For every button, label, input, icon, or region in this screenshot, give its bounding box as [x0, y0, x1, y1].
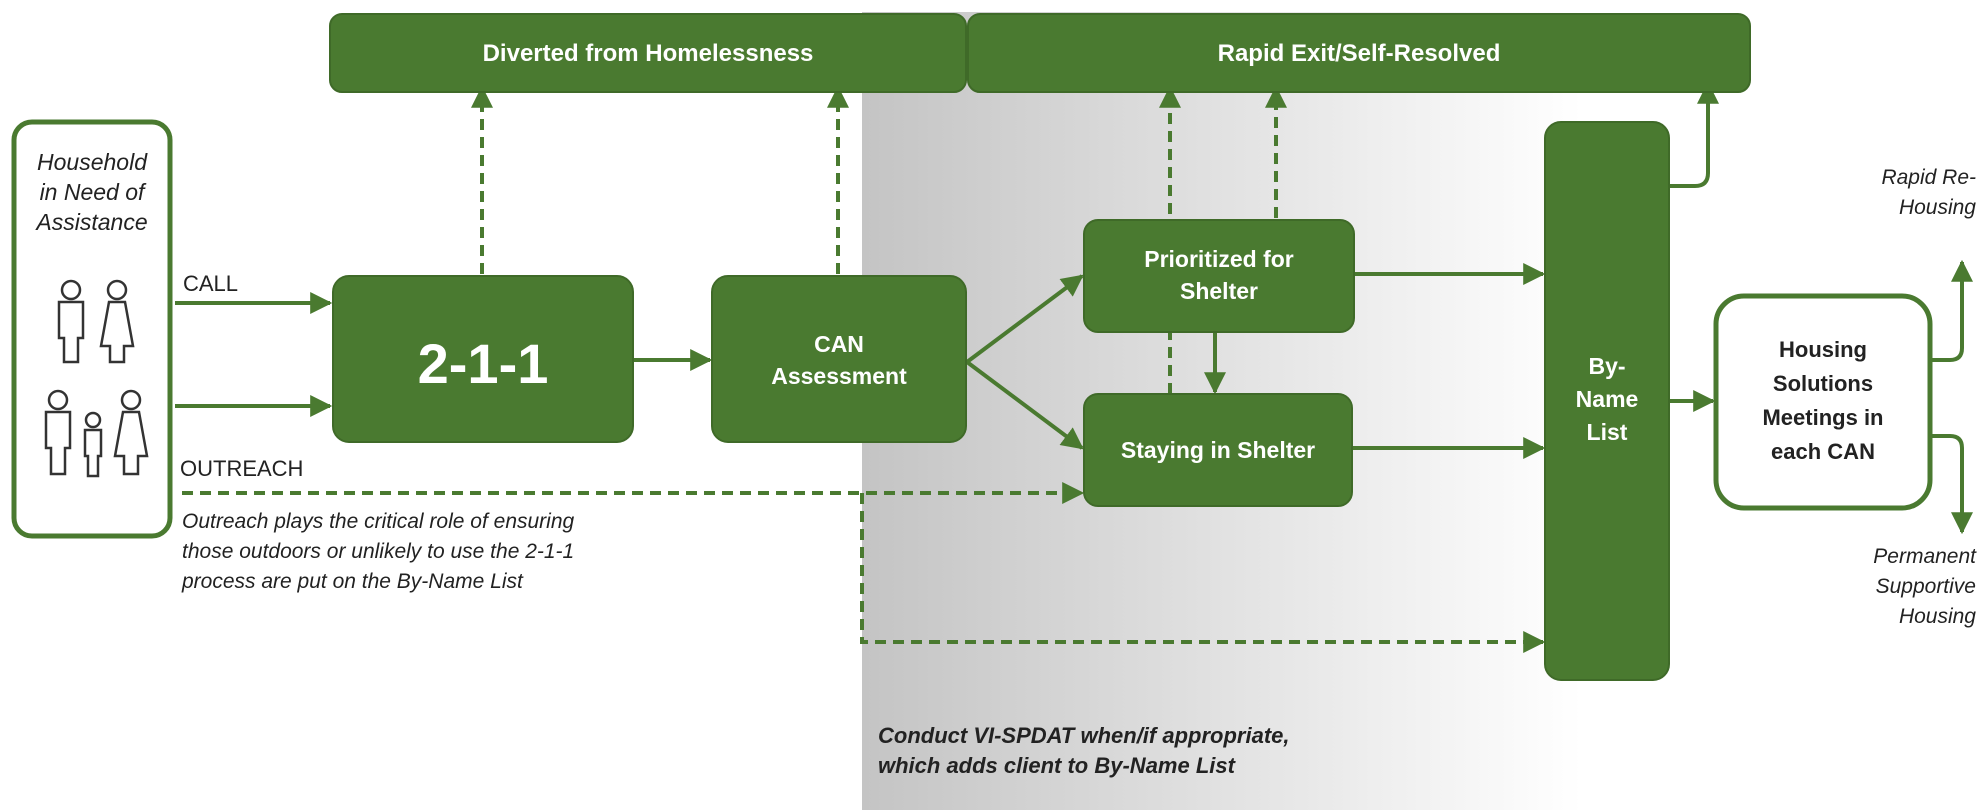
housing-to-rapid-rehousing-arrow [1932, 259, 1973, 362]
diverted-label: Diverted from Homelessness [483, 40, 814, 67]
housing-to-permanent-supportive-arrow [1932, 434, 1973, 535]
prioritized-for-shelter-box: Prioritized for Shelter [1083, 219, 1355, 333]
staying-label: Staying in Shelter [1121, 437, 1315, 463]
rapid-rehousing-label-2: Housing [1899, 196, 1976, 219]
two-one-one-box: 2-1-1 [332, 275, 634, 443]
by-name-label-2: Name [1576, 386, 1639, 412]
housing-solutions-box: Housing Solutions Meetings in each CAN [1713, 293, 1933, 511]
household-label-3: Assistance [34, 209, 147, 235]
rapid-rehousing-label-1: Rapid Re- [1881, 166, 1976, 189]
by-name-label-3: List [1587, 419, 1628, 445]
permanent-supportive-label-3: Housing [1899, 605, 1976, 628]
household-label-2: in Need of [40, 179, 147, 205]
housing-label-3: Meetings in [1762, 405, 1883, 430]
adult-male-icon-2 [44, 389, 72, 476]
can-assessment-box: CAN Assessment [711, 275, 967, 443]
can-to-staying-arrow [965, 360, 1084, 450]
outreach-note-line-3: process are put on the By-Name List [181, 570, 524, 593]
two-one-one-label: 2-1-1 [418, 332, 549, 395]
diverted-box: Diverted from Homelessness [329, 13, 967, 93]
can-to-prioritized-arrow [965, 274, 1084, 364]
child-icon [83, 411, 103, 478]
can-assessment-label-1: CAN [814, 331, 864, 357]
outreach-note-line-2: those outdoors or unlikely to use the 2-… [182, 540, 574, 563]
outreach-to-bynamelist-arrow [860, 493, 1546, 653]
can-assessment-label-2: Assessment [771, 363, 907, 389]
connectors [175, 81, 1973, 535]
by-name-label-1: By- [1588, 353, 1625, 379]
call-label: CALL [183, 271, 238, 296]
prioritized-label-1: Prioritized for [1144, 246, 1294, 272]
vi-spdat-note-line-1: Conduct VI-SPDAT when/if appropriate, [878, 723, 1290, 748]
vi-spdat-note-line-2: which adds client to By-Name List [878, 753, 1237, 778]
adult-female-icon-2 [113, 389, 149, 476]
bynamelist-to-rapid-exit-arrow [1670, 81, 1719, 188]
permanent-supportive-label-1: Permanent [1873, 545, 1977, 568]
prioritized-label-2: Shelter [1180, 278, 1258, 304]
outreach-note-line-1: Outreach plays the critical role of ensu… [182, 510, 575, 533]
by-name-list-box: By- Name List [1544, 121, 1670, 681]
housing-label-1: Housing [1779, 337, 1867, 362]
housing-label-2: Solutions [1773, 371, 1873, 396]
housing-label-4: each CAN [1771, 439, 1875, 464]
adult-male-icon [57, 279, 85, 364]
outreach-label: OUTREACH [180, 456, 303, 481]
household-panel: Household in Need of Assistance [11, 119, 173, 539]
household-label-1: Household [37, 149, 148, 175]
rapid-exit-label: Rapid Exit/Self-Resolved [1218, 40, 1501, 67]
staying-in-shelter-box: Staying in Shelter [1083, 393, 1353, 507]
permanent-supportive-label-2: Supportive [1876, 575, 1976, 598]
adult-female-icon [99, 279, 135, 364]
rapid-exit-box: Rapid Exit/Self-Resolved [967, 13, 1751, 93]
